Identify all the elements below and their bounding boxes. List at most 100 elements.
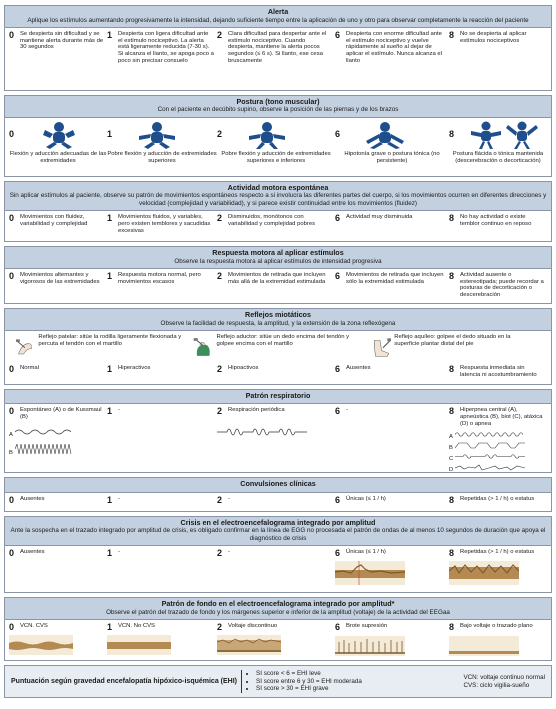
option-cell[interactable]: 1- bbox=[107, 549, 217, 589]
option-text: Disminuidos, monótonos con variabilidad … bbox=[228, 214, 316, 227]
score-value: 0 bbox=[9, 406, 15, 417]
section-crisis-eeg: Crisis en el electroencefalograma integr… bbox=[4, 515, 552, 594]
score-value: 2 bbox=[217, 271, 223, 282]
score-value: 8 bbox=[449, 29, 455, 40]
section-description: Observe la facilidad de respuesta, la am… bbox=[160, 319, 396, 327]
option-cell[interactable]: 8 No hay actividad o existe temblor conti… bbox=[449, 214, 547, 238]
score-value: 8 bbox=[449, 213, 455, 224]
resp-wave-ataxic bbox=[454, 464, 526, 470]
option-cell[interactable]: 0 Movimientos alternantes y vigorosos de … bbox=[9, 272, 107, 300]
option-cell[interactable]: 6 Hipotonía grave o postura tónica (no p… bbox=[335, 121, 449, 173]
option-text: Se despierta sin dificultad y se mantien… bbox=[20, 30, 104, 51]
score-value: 1 bbox=[107, 494, 113, 505]
section-title: Reflejos miotáticos bbox=[245, 310, 311, 320]
pattern-label: A bbox=[9, 431, 13, 438]
option-text: Respuesta inmediata sin latencia ni acos… bbox=[460, 364, 537, 378]
option-cell[interactable]: 0 Flexión y aducción adecuadas de las ex… bbox=[9, 121, 107, 173]
option-text: Hiperpnea central (A), apneústica (B), b… bbox=[460, 407, 543, 427]
respiration-patterns: A B bbox=[9, 423, 75, 459]
baby-flexed-icon bbox=[43, 121, 75, 149]
score-value: 2 bbox=[217, 406, 223, 417]
score-value: 6 bbox=[335, 29, 341, 40]
option-text: Pobre flexión y aducción de extremidades… bbox=[107, 150, 217, 164]
option-cell[interactable]: 1- bbox=[107, 494, 217, 508]
reflex-demo-text: Reflejo aductor: sitúe un dedo encima de… bbox=[216, 333, 350, 347]
reflex-hammer-knee-icon bbox=[16, 339, 33, 355]
score-value: 1 bbox=[107, 363, 113, 374]
section-respuesta-motora: Respuesta motora al aplicar estímulos Ob… bbox=[4, 246, 552, 305]
option-cell[interactable]: 2- bbox=[217, 495, 335, 508]
score-value: 2 bbox=[217, 622, 223, 633]
option-cell[interactable]: 2 Disminuidos, monótonos con variabilidad… bbox=[217, 214, 335, 238]
option-cell[interactable]: 2 Respiración periódica bbox=[217, 407, 335, 469]
option-text: Actividad ausente o estereotipada; puede… bbox=[460, 272, 544, 299]
baby-flaccid-icon bbox=[471, 121, 501, 149]
section-header: Alerta Aplique los estímulos aumentando … bbox=[5, 6, 551, 28]
option-cell[interactable]: 2 Pobre flexión y aducción de extremidad… bbox=[217, 121, 335, 173]
score-value: 2 bbox=[217, 363, 223, 374]
option-text: Repetidas (> 1 / h) o estatus bbox=[460, 549, 535, 556]
score-value: 6 bbox=[335, 548, 341, 559]
option-text: VCN. No CVS bbox=[118, 623, 155, 630]
score-value: 0 bbox=[9, 271, 15, 282]
score-value: 2 bbox=[217, 548, 223, 559]
score-value: 0 bbox=[9, 213, 15, 224]
pattern-label: B bbox=[9, 449, 13, 456]
option-cell[interactable]: 1- bbox=[107, 407, 217, 469]
option-text: No hay actividad o existe temblor contin… bbox=[460, 214, 532, 227]
score-value: 6 bbox=[335, 213, 341, 224]
option-cell[interactable]: 1 Pobre flexión y aducción de extremidad… bbox=[107, 121, 217, 173]
option-text: Movimientos de retirada que incluyen sól… bbox=[346, 272, 444, 285]
summary-title: Puntuación según gravedad encefalopatía … bbox=[11, 678, 237, 686]
option-cell[interactable]: 8 Postura flácida o tónica mantenida (de… bbox=[449, 121, 547, 173]
option-cell[interactable]: 6- bbox=[335, 407, 449, 469]
section-title: Alerta bbox=[267, 7, 289, 16]
aeeg-single-seizure-trace bbox=[335, 561, 405, 586]
resp-wave-apneustic bbox=[454, 442, 525, 448]
section-description: Observe el patrón del trazado de fondo y… bbox=[106, 608, 450, 616]
score-value: 2 bbox=[217, 213, 223, 224]
section-postura: Postura (tono muscular) Con el paciente … bbox=[4, 94, 552, 177]
option-cell[interactable]: 0 Movimientos con fluidez, variabilidad y… bbox=[9, 214, 107, 238]
section-title: Patrón de fondo en el electroencefalogra… bbox=[161, 599, 395, 609]
option-text: Movimientos con fluidez, variabilidad y … bbox=[20, 214, 88, 227]
option-cell[interactable]: 6 Únicas (≤ 1 / h) bbox=[335, 549, 449, 589]
option-text: Respiración periódica bbox=[228, 407, 285, 414]
option-text: Movimientos alternantes y vigorosos de l… bbox=[20, 272, 100, 285]
score-value: 0 bbox=[9, 622, 15, 633]
option-text: Únicas (≤ 1 / h) bbox=[346, 549, 386, 556]
baby-poor-limb-flexion-icon bbox=[249, 121, 285, 149]
score-value: 6 bbox=[335, 129, 341, 140]
option-cell[interactable]: 2- bbox=[217, 549, 335, 589]
